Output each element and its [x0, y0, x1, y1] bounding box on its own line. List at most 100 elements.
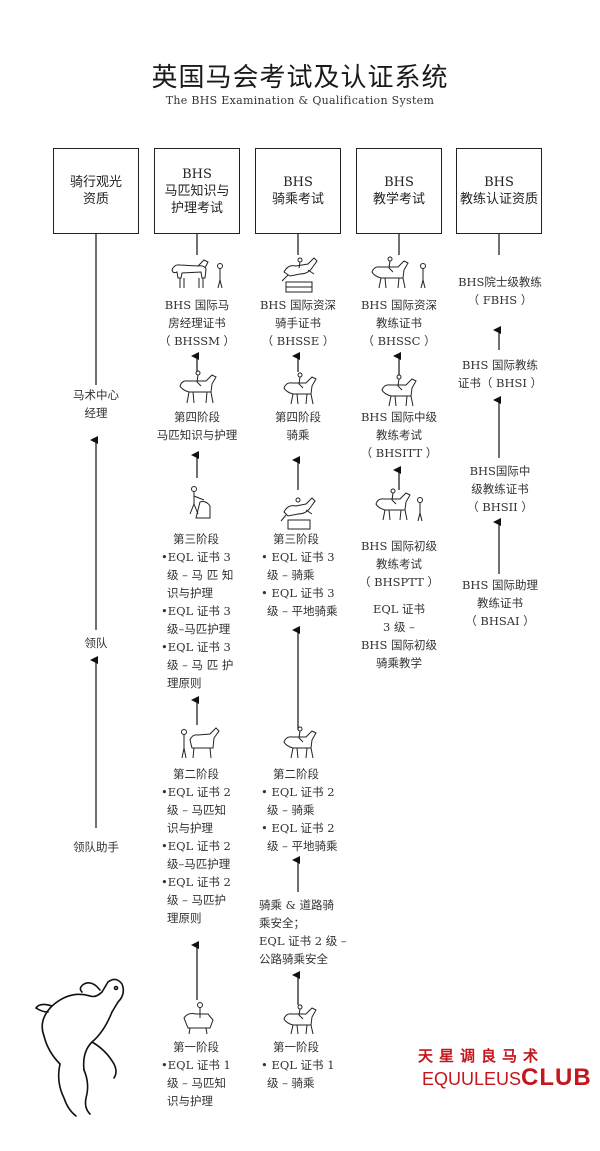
- col4-eql-teaching: EQL 证书 3 级 – BHS 国际初级 骑乘教学: [352, 600, 446, 672]
- text-line: 马术中心: [73, 388, 119, 402]
- brand-name-en-left: EQUULEUS: [422, 1069, 522, 1089]
- horse-rider-icon: [283, 1004, 317, 1035]
- horse-rider-icon: [371, 256, 426, 289]
- column-header-line: 教练认证资质: [459, 192, 538, 207]
- text-line: 骑乘教学: [376, 656, 422, 670]
- text-line: 级 – 马 匹 护: [167, 658, 234, 672]
- column-header-line: 骑行观光: [69, 175, 122, 190]
- horse-with-groom-icon: [171, 259, 223, 289]
- text-line: • EQL 证书 3: [261, 550, 335, 564]
- text-line: 领队: [84, 636, 108, 650]
- col3-stage1: 第一阶段 • EQL 证书 1 级 – 骑乘: [261, 1038, 345, 1092]
- text-line: BHS 国际中级: [360, 410, 437, 424]
- col3-top-cert: BHS 国际资深 骑手证书 （ BHSSE ）: [253, 296, 343, 350]
- col2-top-cert: BHS 国际马 房经理证书 （ BHSSM ）: [152, 296, 242, 350]
- text-line: • EQL 证书 2: [261, 821, 335, 835]
- text-line: EQL 证书 2 级 –: [259, 934, 347, 948]
- text-line: 骑乘 & 道路骑: [259, 898, 335, 912]
- horse-rider-icon: [283, 372, 317, 405]
- text-line: 3 级 –: [383, 620, 415, 634]
- col5-bhsii: BHS国际中 级教练证书 （ BHSII ）: [452, 462, 548, 516]
- text-line: 级 – 骑乘: [267, 1076, 315, 1090]
- col3-stage3: 第三阶段 • EQL 证书 3 级 – 骑乘 • EQL 证书 3 级 – 平地…: [261, 530, 345, 620]
- text-line: （ BHSSM ）: [158, 334, 236, 348]
- column-header-line: BHS: [182, 166, 212, 182]
- text-line: • EQL 证书 1: [261, 1058, 335, 1072]
- text-line: 级 – 马 匹 知: [167, 568, 234, 582]
- text-line: 级 – 骑乘: [267, 803, 315, 817]
- text-line: 级 – 马匹知: [167, 803, 227, 817]
- text-line: • EQL 证书 3: [261, 586, 335, 600]
- column-header-riding: BHS 骑乘考试: [255, 148, 341, 234]
- text-line: 级 – 骑乘: [267, 568, 315, 582]
- col1-assistant-text: 领队助手: [56, 838, 136, 856]
- text-line: BHS 国际初级: [360, 539, 437, 553]
- col2-stage4: 第四阶段 马匹知识与护理: [147, 408, 247, 444]
- column-header-line: BHS: [283, 175, 313, 190]
- text-line: 教练考试: [376, 557, 422, 571]
- text-line: 房经理证书: [168, 316, 226, 330]
- col3-road-safety: 骑乘 & 道路骑 乘安全； EQL 证书 2 级 – 公路骑乘安全: [259, 896, 347, 968]
- text-line: （ BHSAI ）: [465, 614, 535, 628]
- text-line: 证书（ BHSI ）: [457, 376, 543, 390]
- column-header-line: 骑乘考试: [271, 192, 324, 207]
- text-line: •EQL 证书 2: [161, 839, 231, 853]
- text-line: BHS国际中: [469, 464, 531, 478]
- text-line: 第二阶段: [173, 767, 219, 781]
- text-line: 骑乘: [286, 428, 310, 442]
- text-line: BHS 国际资深: [360, 298, 437, 312]
- text-line: 教练证书: [477, 596, 523, 610]
- column-header-teaching: BHS 教学考试: [356, 148, 442, 234]
- page-title: 英国马会考试及认证系统: [151, 63, 449, 93]
- text-line: 马匹知识与护理: [156, 428, 238, 442]
- text-line: 级 – 马匹护: [167, 893, 227, 907]
- text-line: •EQL 证书 1: [161, 1058, 231, 1072]
- column-header-line: 马匹知识与: [164, 183, 230, 199]
- col4-mid-exam: BHS 国际中级 教练考试 （ BHSITT ）: [352, 408, 446, 462]
- text-line: BHS 国际助理: [461, 578, 538, 592]
- text-line: （ BHSSC ）: [362, 334, 436, 348]
- text-line: •EQL 证书 3: [161, 550, 231, 564]
- col5-bhsai: BHS 国际助理 教练证书 （ BHSAI ）: [452, 576, 548, 630]
- text-line: 级–马匹护理: [167, 857, 231, 871]
- col1-manager-text: 马术中心 经理: [56, 386, 136, 422]
- page-subtitle: The BHS Examination & Qualification Syst…: [165, 94, 435, 107]
- column-header-horse-care: BHS 马匹知识与 护理考试: [154, 148, 240, 234]
- text-line: BHS 国际马: [164, 298, 230, 312]
- text-line: 骑手证书: [275, 316, 321, 330]
- text-line: （ BHSII ）: [467, 500, 533, 514]
- text-line: 第一阶段: [273, 1040, 319, 1054]
- text-line: 级 – 平地骑乘: [267, 604, 338, 618]
- jumping-horse-icon: [281, 257, 318, 293]
- text-line: •EQL 证书 2: [161, 875, 231, 889]
- text-line: 领队助手: [73, 840, 119, 854]
- text-line: BHS 国际初级: [360, 638, 437, 652]
- col4-low-exam: BHS 国际初级 教练考试 （ BHSPTT ）: [352, 537, 446, 591]
- horse-rider-icon: [381, 374, 417, 407]
- horse-with-groom-icon: [181, 727, 220, 759]
- text-line: （ BHSPTT ）: [359, 575, 439, 589]
- text-line: 识与护理: [167, 821, 213, 835]
- text-line: 经理: [84, 406, 108, 420]
- text-line: 第四阶段: [174, 410, 220, 424]
- horse-rider-icon: [375, 488, 423, 522]
- col5-bhsi: BHS 国际教练 证书（ BHSI ）: [452, 356, 548, 392]
- col2-stage1: 第一阶段 •EQL 证书 1 级 – 马匹知 识与护理: [161, 1038, 245, 1110]
- column-header-line: 资质: [82, 192, 109, 207]
- text-line: 乘安全；: [259, 916, 305, 930]
- column-header-line: 护理考试: [170, 200, 223, 216]
- text-line: 理原则: [167, 911, 202, 925]
- text-line: 教练证书: [376, 316, 422, 330]
- column-header-coach: BHS 教练认证资质: [456, 148, 542, 234]
- text-line: • EQL 证书 2: [261, 785, 335, 799]
- col2-stage2: 第二阶段 •EQL 证书 2 级 – 马匹知 识与护理 •EQL 证书 2 级–…: [161, 765, 245, 927]
- text-line: 级 – 马匹知: [167, 1076, 227, 1090]
- col4-top-cert: BHS 国际资深 教练证书 （ BHSSC ）: [352, 296, 446, 350]
- horse-rider-icon: [179, 370, 217, 404]
- text-line: 级 – 平地骑乘: [267, 839, 338, 853]
- text-line: BHS 国际教练: [461, 358, 538, 372]
- col1-leader-text: 领队: [56, 634, 136, 652]
- text-line: •EQL 证书 3: [161, 604, 231, 618]
- text-line: BHS院士级教练: [458, 275, 542, 289]
- jumping-horse-icon: [280, 497, 316, 530]
